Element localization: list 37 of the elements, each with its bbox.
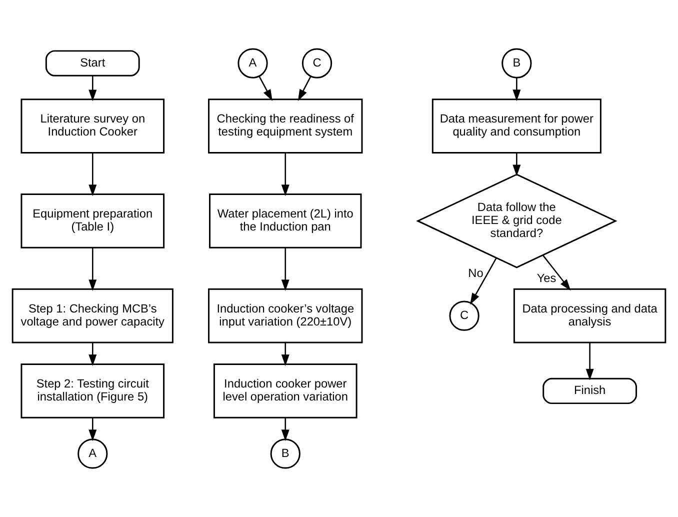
- node-box: Finish: [542, 378, 638, 404]
- arrow: [281, 418, 290, 442]
- node-box: Start: [45, 50, 140, 76]
- node-box: Checking the readiness of testing equipment system: [208, 98, 363, 154]
- node-circle: B: [502, 48, 532, 78]
- node-box: Step 1: Checking MCB’s voltage and power capacity: [12, 288, 174, 344]
- node-box: Water placement (2L) into the Induction pan: [209, 194, 362, 248]
- arrow: [88, 152, 97, 196]
- node-box: Equipment preparation (Table I): [20, 194, 165, 248]
- arrow: [88, 248, 97, 292]
- arrow: [88, 76, 97, 102]
- node-circle: C: [449, 300, 480, 331]
- edge-label: No: [468, 266, 484, 280]
- node-box: Step 2: Testing circuit installation (Figure 5): [20, 364, 165, 418]
- node-circle: C: [302, 48, 332, 78]
- node-circle: A: [238, 48, 268, 78]
- node-circle: A: [78, 438, 108, 469]
- node-box: Literature survey on Induction Cooker: [20, 98, 165, 154]
- node-circle: B: [270, 438, 300, 469]
- arrow: [281, 342, 290, 366]
- node-diamond: Data follow the IEEE & grid code standard?: [416, 174, 618, 268]
- arrow: [470, 258, 497, 305]
- arrow: [88, 342, 97, 366]
- arrow: [281, 152, 290, 196]
- node-box: Data measurement for power quality and consumption: [432, 98, 602, 154]
- arrow: [258, 76, 272, 101]
- arrow: [281, 248, 290, 292]
- edge-label: Yes: [536, 270, 556, 285]
- node-box: Data processing and data analysis: [513, 288, 666, 344]
- arrow: [298, 76, 312, 101]
- arrow: [542, 254, 571, 291]
- arrow: [512, 78, 521, 102]
- arrow: [586, 342, 594, 380]
- arrow: [88, 418, 97, 442]
- node-box: Induction cooker’s voltage input variation (220±10V): [208, 288, 363, 344]
- arrow: [512, 152, 521, 176]
- node-box: Induction cooker power level operation variation: [213, 364, 358, 418]
